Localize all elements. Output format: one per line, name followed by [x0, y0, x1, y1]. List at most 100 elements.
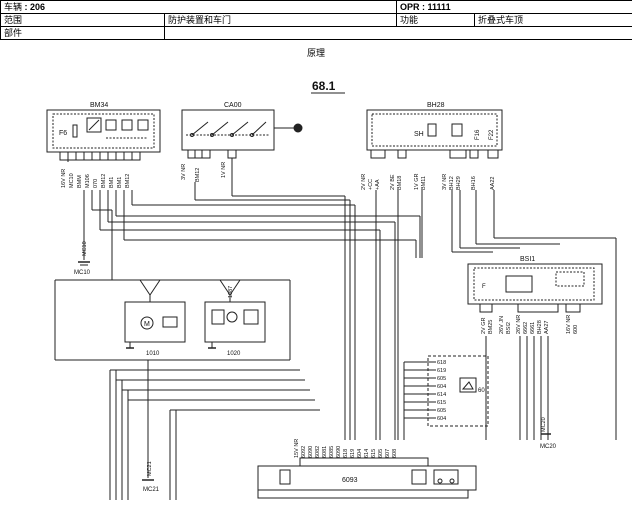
c60-wire-2: 605: [437, 376, 446, 382]
bsi1-wire-0: 2V GR: [481, 317, 487, 334]
ca00-connector-1: [188, 150, 210, 158]
scope-label: 范围: [1, 14, 165, 27]
bh28-wire-11: AA22: [490, 177, 496, 190]
vehicle-value: 206: [30, 2, 45, 12]
component-1020-valve: [227, 312, 237, 322]
ground-mc10: [78, 262, 90, 265]
part-value: [165, 27, 632, 40]
opr-cell: OPR : 11111: [397, 1, 632, 14]
bsi1-wire-1: BM25: [488, 320, 494, 334]
c6093-wire-10: 614: [364, 449, 370, 458]
bh28-wire-10: BH16: [471, 176, 477, 190]
bm34-wire-2: BMM: [77, 175, 83, 188]
bsi1-wire-5: 6662: [523, 322, 529, 334]
c6093-wire-5: 6085: [329, 446, 335, 458]
c6093-wire-9: 604: [357, 449, 363, 458]
wires-left-bottom: [110, 370, 320, 500]
c6093-wire-7: 618: [343, 449, 349, 458]
bm34-relay-2: [106, 120, 116, 130]
component-60-label: 60: [478, 388, 485, 394]
component-60-wire-labels: 618 619 605 604 614 615 605 604: [437, 360, 446, 422]
bh28-wire-0: 2V NR: [361, 174, 367, 190]
bh28-wire-3: 2V BE: [390, 174, 396, 190]
bsi1-wire-3: BSI2: [506, 322, 512, 334]
bsi1-wire-7: BH28: [537, 320, 543, 334]
motor-icon-letter: M: [144, 321, 150, 328]
function-label: 功能: [397, 14, 475, 27]
c60-wire-0: 618: [437, 360, 446, 366]
bh28-wire-labels: 2V NR +CC +AA 2V BE BM18 1V GR BM11 3V N…: [361, 173, 496, 190]
scope-value: 防护装置和车门: [165, 14, 397, 27]
c60-wire-3: 604: [437, 384, 446, 390]
c60-wire-5: 615: [437, 400, 446, 406]
bm34-wire-0: 16V NR: [61, 169, 67, 188]
bsi1-box: [468, 264, 602, 304]
bh28-sh-label: SH: [414, 131, 424, 138]
bh28-f22-label: F22: [489, 129, 495, 140]
bh28-f16-label: F16: [475, 129, 481, 140]
bh28-connector-3: [450, 150, 466, 158]
component-60-icon: [460, 378, 476, 392]
c60-wires: [404, 362, 436, 440]
bsi1-chip: [506, 276, 532, 292]
component-1020-pump: [212, 310, 224, 324]
c60-wire-6: 605: [437, 408, 446, 414]
bm34-wire-labels: 16V NR MC10 BMM M106 070 BM12 BM1 BM1 BM…: [61, 169, 131, 188]
bh28-connector-2: [398, 150, 406, 158]
mc10-label: MC10: [74, 270, 91, 276]
c6093-roof-icon: [412, 470, 426, 484]
header-row-part: 部件: [1, 27, 632, 40]
c6093-wire-0: 15V NR: [294, 439, 300, 458]
c6093-wire-6: 6090: [336, 446, 342, 458]
mc20-label: MC20: [540, 444, 557, 450]
bh28-label: BH28: [427, 102, 445, 109]
bsi1-wire-9: 16V NR: [566, 315, 572, 334]
ca00-wire-labels: 3V NR BM12 1V NR: [181, 162, 227, 182]
bsi1-relay: [556, 272, 584, 286]
bsi1-wire-6: 6661: [530, 322, 536, 334]
diagram-number: 68.1: [312, 79, 336, 93]
bm34-wire-3: M106: [85, 174, 91, 188]
bh28-wire-4: BM18: [397, 176, 403, 190]
bh28-connector-1: [371, 150, 385, 158]
bm34-fuse: [73, 125, 77, 137]
bm34-wire-4: 070: [93, 179, 99, 188]
c6093-wire-14: 608: [392, 449, 398, 458]
bsi1-wire-labels: 2V GR BM25 26V JN BSI2 26V NR 6662 6661 …: [481, 315, 579, 334]
component-1020-label: 1020: [227, 351, 241, 357]
bh28-connector-4: [470, 150, 478, 158]
wiring-diagram-svg: 68.1 BM34 F6 16V NR MC10 BMM M106 070 B: [0, 58, 632, 500]
bsi1-wire-10: 600: [573, 325, 579, 334]
vehicle-cell: 车辆 : 206: [1, 1, 397, 14]
ca00-box: [182, 110, 274, 150]
c6093-wire-11: 615: [371, 449, 377, 458]
ca00-label: CA00: [224, 102, 242, 109]
bh28-wire-9: BH29: [456, 176, 462, 190]
bm34-connector-pins: [68, 152, 132, 160]
header-row-scope: 范围 防护装置和车门 功能 折叠式车顶: [1, 14, 632, 27]
bm34-wire-6: BM1: [109, 177, 115, 188]
component-1010-label: 1010: [146, 351, 160, 357]
component-6093-label: 6093: [342, 477, 358, 484]
c6093-chip-icon: [280, 470, 290, 484]
part-label: 部件: [1, 27, 165, 40]
c6093-wire-12: 605: [378, 449, 384, 458]
bh28-wire-6: BM11: [421, 176, 427, 190]
function-value: 折叠式车顶: [475, 14, 632, 27]
bsi1-label: BSI1: [520, 256, 535, 263]
c6093-wire-1: 6092: [301, 446, 307, 458]
mc10-wire-label: MC10: [82, 241, 88, 256]
c6093-car-icon: [434, 470, 458, 484]
opr-label: OPR: [400, 2, 420, 12]
header-table-wrapper: 车辆 : 206 OPR : 11111 范围 防护装置和车门 功能 折叠式车顶…: [0, 0, 632, 44]
c60-wire-4: 614: [437, 392, 446, 398]
component-1020-sensor: [244, 310, 258, 324]
bsi1-wire-4: 26V NR: [516, 315, 522, 334]
c6093-wire-13: 607: [385, 449, 391, 458]
bm34-relay-4: [138, 120, 148, 130]
bh28-wire-1: +CC: [368, 179, 374, 190]
bm34-wire-8: BM12: [125, 174, 131, 188]
c60-wire-7: 604: [437, 416, 446, 422]
bsi1-wire-2: 26V JN: [499, 316, 505, 334]
bh28-box: [367, 110, 502, 150]
